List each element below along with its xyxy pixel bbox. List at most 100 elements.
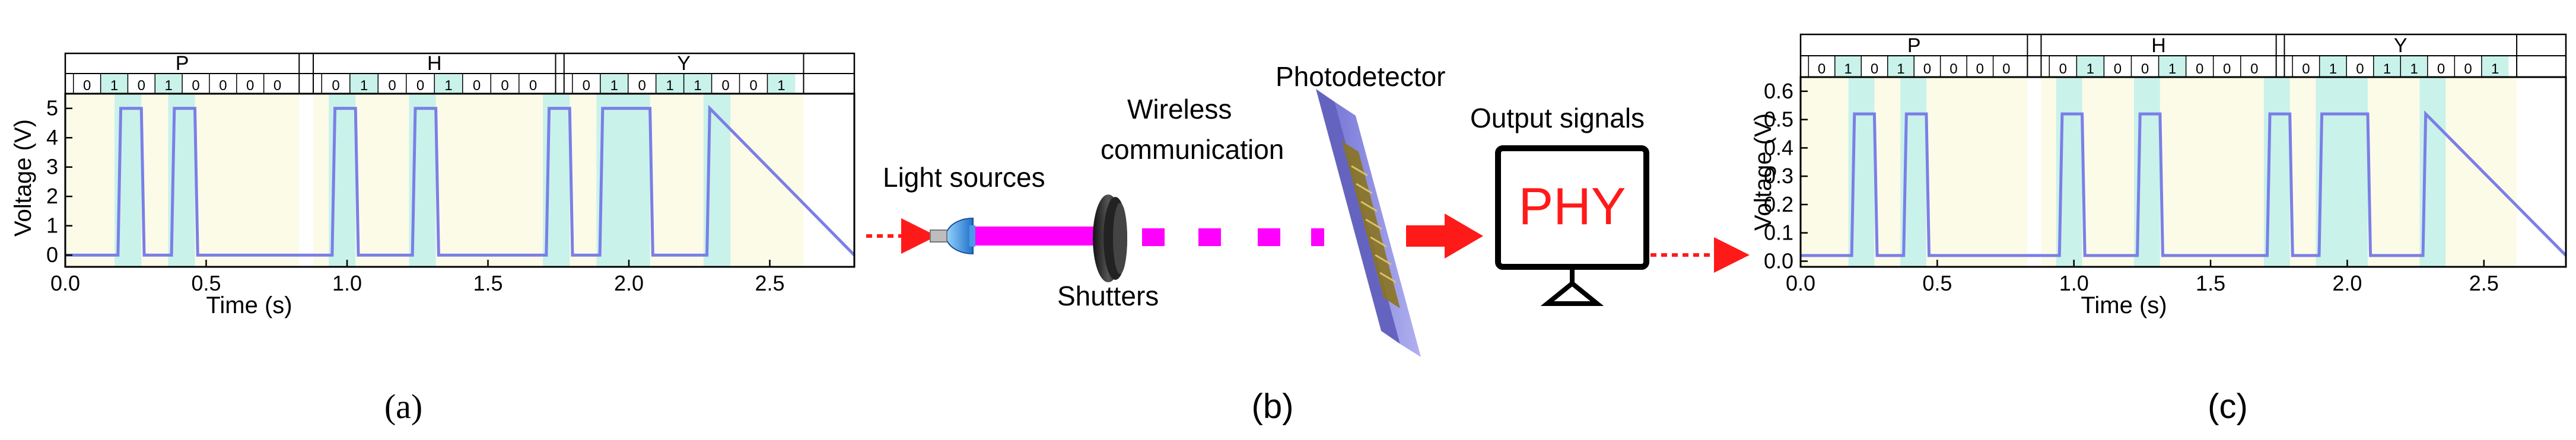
panel-a-background-bands xyxy=(65,94,804,267)
letter-label: Y xyxy=(677,52,691,75)
bit-value: 0 xyxy=(2302,61,2310,77)
output-signals-label: Output signals xyxy=(1470,103,1645,133)
y-tick-label: 2 xyxy=(46,184,58,208)
bit-value: 0 xyxy=(1923,61,1931,77)
bit-cell-highlight xyxy=(2400,56,2428,76)
beam-pulses xyxy=(1142,228,1324,246)
light-sources-label: Light sources xyxy=(883,162,1045,193)
panel-c-background-bands xyxy=(1801,77,2517,267)
y-tick-label: 0.2 xyxy=(1764,192,1793,216)
x-tick-label: 0.5 xyxy=(1922,271,1952,295)
bit-value: 0 xyxy=(2356,61,2364,77)
bit-value: 1 xyxy=(2087,61,2094,77)
x-tick-label: 2.0 xyxy=(614,271,644,295)
panel-a-x-axis-label: Time (s) xyxy=(206,292,292,318)
bit-value: 0 xyxy=(473,78,481,94)
bit-value: 0 xyxy=(638,78,646,94)
letter-label: H xyxy=(2151,34,2166,57)
bit-value: 0 xyxy=(2437,61,2445,77)
bit-value: 0 xyxy=(2223,61,2231,77)
y-tick-label: 0.0 xyxy=(1764,248,1793,273)
bit-cell-highlight xyxy=(767,74,796,93)
bit-cell-highlight xyxy=(1834,56,1862,76)
panel-b-diagram: Light sources Wireless communication Pho… xyxy=(866,61,1750,426)
bit-value: 0 xyxy=(749,78,757,94)
x-tick-label: 2.5 xyxy=(755,271,784,295)
bit-value: 0 xyxy=(192,78,199,94)
y-tick-label: 1 xyxy=(46,213,58,238)
bit-value: 1 xyxy=(444,78,452,94)
x-tick-label: 1.0 xyxy=(332,271,362,295)
bit-cell-highlight xyxy=(2319,56,2347,76)
bit-value: 1 xyxy=(2410,61,2418,77)
bit-value: 0 xyxy=(2141,61,2149,77)
bit-value: 0 xyxy=(721,78,729,94)
bit-value: 0 xyxy=(138,78,145,94)
communication-label: communication xyxy=(1101,134,1284,165)
bit-value: 1 xyxy=(1844,61,1852,77)
bit-value: 0 xyxy=(83,78,91,94)
panel-c-plot-frame xyxy=(1799,76,2567,268)
bit-value: 0 xyxy=(2196,61,2203,77)
bit-value: 1 xyxy=(2383,61,2391,77)
y-tick-label: 3 xyxy=(46,155,58,179)
x-tick-label: 1.5 xyxy=(473,271,503,295)
monitor-icon: PHY xyxy=(1495,145,1649,306)
letter-label: P xyxy=(176,52,189,75)
bit-value: 1 xyxy=(360,78,368,94)
x-tick-label: 0.0 xyxy=(50,271,80,295)
light-source-icon xyxy=(930,217,975,255)
y-tick-label: 0 xyxy=(46,243,58,267)
monitor-text: PHY xyxy=(1519,177,1626,235)
high-bit-band xyxy=(623,94,650,267)
y-tick-label: 0.1 xyxy=(1764,221,1793,245)
bit-cell-highlight xyxy=(656,74,684,93)
bit-value: 0 xyxy=(332,78,339,94)
bit-cell-highlight xyxy=(155,74,183,93)
x-tick-label: 2.0 xyxy=(2332,271,2362,295)
bit-value: 0 xyxy=(219,78,227,94)
bit-cell-highlight xyxy=(349,74,379,93)
high-bit-band xyxy=(2342,77,2368,267)
bit-value: 0 xyxy=(501,78,508,94)
bit-cell-highlight xyxy=(2481,56,2509,76)
panel-c-x-axis-label: Time (s) xyxy=(2081,292,2167,318)
y-tick-label: 0.4 xyxy=(1764,135,1793,160)
bit-value: 0 xyxy=(2114,61,2122,77)
bit-cell-highlight xyxy=(1887,56,1914,76)
x-tick-label: 2.5 xyxy=(2469,271,2499,295)
bit-value: 1 xyxy=(2168,61,2176,77)
bit-value: 0 xyxy=(246,78,254,94)
shutter-icon xyxy=(1093,195,1127,282)
bit-value: 0 xyxy=(1976,61,1984,77)
bit-value: 1 xyxy=(610,78,618,94)
bit-value: 0 xyxy=(583,78,590,94)
panel-a-y-axis-label: Voltage (V) xyxy=(10,119,36,237)
x-tick-label: 0.0 xyxy=(1786,271,1815,295)
bit-value: 0 xyxy=(1871,61,1878,77)
bit-value: 1 xyxy=(694,78,701,94)
bit-value: 0 xyxy=(2250,61,2258,77)
x-tick-label: 1.5 xyxy=(2196,271,2225,295)
photodetector-icon xyxy=(1316,89,1421,357)
x-tick-label: 0.5 xyxy=(191,271,221,295)
bit-value: 0 xyxy=(529,78,537,94)
bit-value: 0 xyxy=(416,78,424,94)
bit-cell-highlight xyxy=(683,74,712,93)
y-tick-label: 5 xyxy=(46,96,58,120)
y-tick-label: 0.5 xyxy=(1764,107,1793,132)
wireless-label: Wireless xyxy=(1127,94,1232,125)
panel-a-plot-frame xyxy=(64,93,856,268)
bit-value: 1 xyxy=(165,78,173,94)
y-tick-label: 0.6 xyxy=(1764,79,1793,103)
bit-value: 1 xyxy=(1897,61,1904,77)
panel-c-y-axis-label: Voltage (V) xyxy=(1750,113,1776,231)
letter-label: H xyxy=(427,52,442,75)
shutters-label: Shutters xyxy=(1057,280,1159,311)
bit-cell-highlight xyxy=(2373,56,2401,76)
